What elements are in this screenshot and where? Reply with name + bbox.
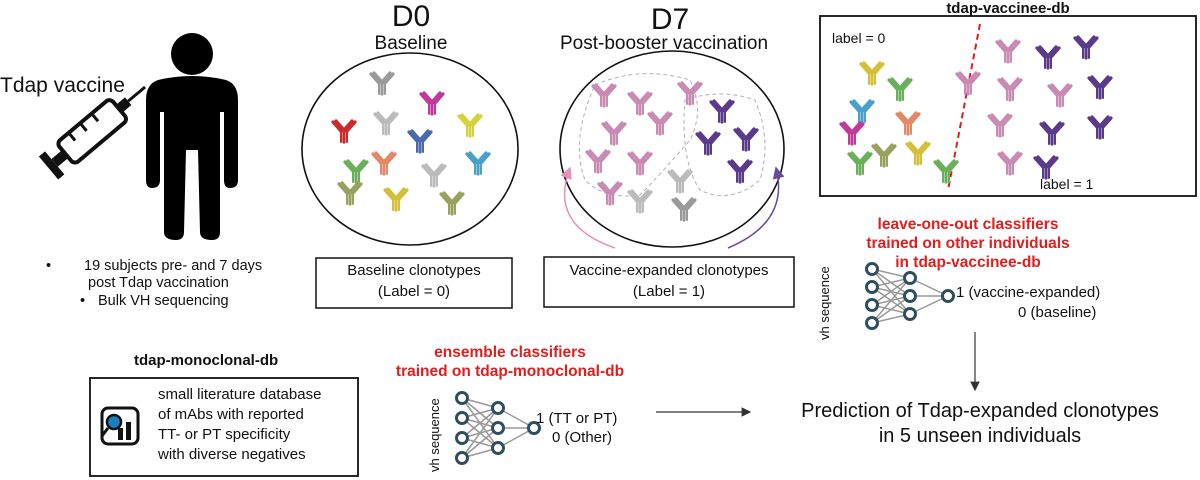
monoclonal-line: with diverse negatives bbox=[158, 446, 306, 463]
d7-subtitle: Post-booster vaccination bbox=[559, 33, 769, 54]
network-node bbox=[903, 307, 917, 321]
vaccine-expanded-line2: (Label = 1) bbox=[632, 283, 706, 300]
d7-title: D7 bbox=[650, 3, 690, 36]
prediction-line1: Prediction of Tdap-expanded clonotypes bbox=[801, 400, 1159, 422]
baseline-clonotypes-box bbox=[315, 257, 513, 309]
d7-antibodies bbox=[585, 81, 759, 222]
vaccine-expanded-line1: Vaccine-expanded clonotypes bbox=[569, 262, 769, 279]
network-node bbox=[455, 431, 469, 445]
monoclonal-line: small literature database bbox=[158, 386, 322, 403]
ensemble-axis-label: vh sequence bbox=[427, 398, 442, 472]
vaccine-expanded-clonotypes-box bbox=[543, 256, 795, 308]
network-node bbox=[455, 411, 469, 425]
vaccinee-db-antibodies bbox=[839, 35, 1113, 184]
ensemble-heading-1: ensemble classifiers bbox=[434, 344, 586, 361]
ensemble-neural-network-icon bbox=[455, 391, 541, 465]
monoclonal-db-title: tdap-monoclonal-db bbox=[134, 352, 279, 369]
vaccinee-db-title: tdap-vaccinee-db bbox=[946, 0, 1070, 17]
d0-title: D0 bbox=[391, 0, 431, 33]
label0-text: label = 0 bbox=[832, 30, 886, 46]
network-node bbox=[455, 391, 469, 405]
monoclonal-db-box bbox=[89, 377, 359, 477]
label1-text: label = 1 bbox=[1040, 176, 1094, 192]
loo-neural-network-icon bbox=[865, 262, 955, 330]
loo-heading-1: leave-one-out classifiers bbox=[877, 216, 1059, 233]
network-edge bbox=[871, 277, 911, 306]
d0-repertoire-circle bbox=[301, 52, 519, 246]
network-node bbox=[903, 271, 917, 285]
network-node bbox=[865, 280, 879, 294]
loo-heading-3: in tdap-vaccinee-db bbox=[895, 254, 1041, 271]
bullet-item: •Bulk VH sequencing bbox=[80, 292, 229, 309]
ensemble-heading-2: trained on tdap-monoclonal-db bbox=[395, 363, 625, 380]
network-edge bbox=[909, 277, 949, 297]
network-edge bbox=[461, 407, 499, 459]
network-node bbox=[527, 421, 541, 435]
network-edge bbox=[461, 407, 499, 439]
bullet-item: post Tdap vaccination bbox=[88, 275, 229, 292]
baseline-clonotypes-line1: Baseline clonotypes bbox=[347, 262, 481, 279]
network-edge bbox=[871, 277, 911, 324]
network-node bbox=[491, 421, 505, 435]
network-node bbox=[941, 289, 955, 303]
d0-subtitle: Baseline bbox=[374, 33, 448, 54]
d7-repertoire-circle bbox=[559, 50, 785, 248]
d0-antibodies bbox=[331, 71, 491, 216]
vaccinee-db-box bbox=[819, 15, 1197, 197]
network-node bbox=[865, 298, 879, 312]
network-node bbox=[865, 262, 879, 276]
loo-output-1: 1 (vaccine-expanded) bbox=[956, 284, 1101, 301]
syringe-icon bbox=[38, 85, 147, 180]
baseline-clonotypes-line2: (Label = 0) bbox=[377, 283, 451, 300]
prediction-line2: in 5 unseen individuals bbox=[878, 425, 1082, 447]
network-node bbox=[491, 401, 505, 415]
network-node bbox=[455, 451, 469, 465]
loo-axis-label: vh sequence bbox=[817, 266, 832, 340]
monoclonal-line: of mAbs with reported bbox=[158, 406, 304, 423]
loo-heading-2: trained on other individuals bbox=[866, 235, 1070, 252]
monoclonal-line: TT- or PT specificity bbox=[158, 426, 291, 443]
ensemble-output-0: 0 (Other) bbox=[552, 429, 613, 446]
vaccine-label: Tdap vaccine bbox=[0, 74, 125, 97]
network-node bbox=[491, 441, 505, 455]
subject-bullets: •19 subjects pre- and 7 days post Tdap v… bbox=[46, 258, 263, 310]
ensemble-output-1: 1 (TT or PT) bbox=[536, 410, 618, 427]
person-silhouette-icon bbox=[146, 33, 238, 240]
network-node bbox=[865, 316, 879, 330]
network-node bbox=[903, 289, 917, 303]
loo-output-0: 0 (baseline) bbox=[1018, 304, 1097, 321]
database-search-icon bbox=[100, 406, 140, 446]
bullet-item: •19 subjects pre- and 7 days bbox=[46, 258, 263, 274]
network-edge bbox=[461, 427, 499, 459]
network-edge bbox=[909, 295, 949, 315]
network-edge bbox=[871, 295, 911, 324]
